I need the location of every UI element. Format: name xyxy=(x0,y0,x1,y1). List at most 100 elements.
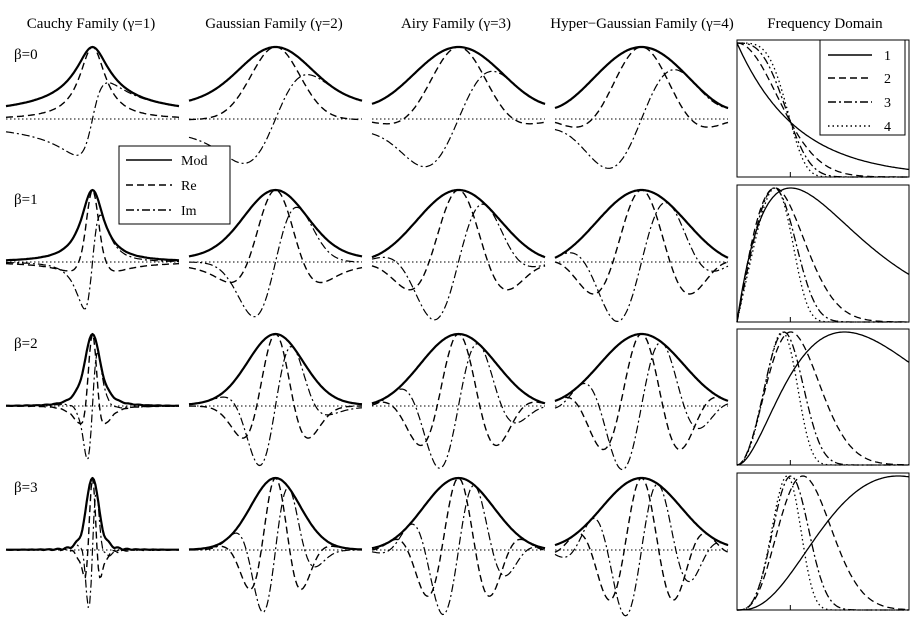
subplot-beta1-gamma2 xyxy=(188,188,363,318)
series-im xyxy=(554,483,729,617)
legend-label-mod: Mod xyxy=(181,154,207,169)
series-mod xyxy=(371,188,546,259)
freq-legend-label-4: 4 xyxy=(884,120,891,135)
freq-panel-beta1 xyxy=(736,184,910,323)
series-im xyxy=(554,341,729,471)
series-im xyxy=(554,202,729,322)
series-mod xyxy=(188,332,363,406)
freq-series-2 xyxy=(736,187,909,323)
series-im xyxy=(189,206,362,318)
subplot-beta2-gamma1 xyxy=(5,332,180,460)
row-label-beta-3: β=3 xyxy=(14,480,38,496)
frequency-legend: 1 2 3 4 xyxy=(819,39,906,136)
series-im xyxy=(554,69,729,169)
column-title-cauchy: Cauchy Family (γ=1) xyxy=(27,16,155,32)
subplot-beta2-gamma3 xyxy=(371,332,546,469)
freq-legend-label-3: 3 xyxy=(884,96,891,111)
column-title-airy: Airy Family (γ=3) xyxy=(401,16,511,32)
freq-legend-label-2: 2 xyxy=(884,72,891,87)
subplot-beta3-gamma2 xyxy=(188,476,363,613)
series-mod xyxy=(5,188,180,262)
series-mod xyxy=(554,476,729,547)
subplot-beta3-gamma1 xyxy=(5,476,180,608)
series-mod xyxy=(371,332,546,405)
subplot-beta0-gamma3 xyxy=(371,45,546,168)
freq-series-2 xyxy=(737,475,909,611)
subplot-beta0-gamma1 xyxy=(5,45,180,156)
subplot-beta3-gamma3 xyxy=(371,476,546,616)
series-mod xyxy=(188,45,363,102)
time-domain-plots xyxy=(5,45,729,617)
series-re xyxy=(554,46,729,128)
subplot-beta1-gamma1 xyxy=(5,188,180,310)
subplot-beta2-gamma4 xyxy=(554,332,729,471)
freq-series-4 xyxy=(737,475,909,611)
subplot-beta1-gamma3 xyxy=(371,188,546,321)
series-im xyxy=(5,82,180,156)
freq-legend-box xyxy=(819,39,906,136)
series-re xyxy=(371,46,546,125)
column-title-gaussian: Gaussian Family (γ=2) xyxy=(205,16,343,32)
freq-panel-beta0 xyxy=(736,39,910,178)
freq-series-3 xyxy=(737,475,909,611)
series-re xyxy=(189,46,362,121)
series-im xyxy=(5,492,180,608)
time-legend-box xyxy=(118,145,231,225)
series-mod xyxy=(554,188,729,259)
subplot-beta1-gamma4 xyxy=(554,188,729,322)
series-mod xyxy=(6,476,179,551)
subplot-beta0-gamma2 xyxy=(188,45,363,164)
row-label-beta-1: β=1 xyxy=(14,192,38,208)
column-title-hyper-gaussian: Hyper−Gaussian Family (γ=4) xyxy=(550,16,734,32)
freq-panel-beta3 xyxy=(736,472,910,611)
series-re xyxy=(188,477,363,591)
freq-panel-frame xyxy=(736,184,910,323)
frequency-domain-plots xyxy=(736,39,910,611)
freq-panel-beta2 xyxy=(736,328,910,466)
row-label-beta-2: β=2 xyxy=(14,336,38,352)
series-mod xyxy=(6,332,179,407)
series-mod xyxy=(371,45,546,105)
series-im xyxy=(371,343,546,469)
freq-series-3 xyxy=(737,42,909,178)
row-labels: β=0 β=1 β=2 β=3 xyxy=(14,47,38,496)
series-im xyxy=(188,345,363,467)
freq-series-2 xyxy=(736,331,910,466)
series-re xyxy=(554,333,729,451)
row-label-beta-0: β=0 xyxy=(14,47,38,63)
series-mod xyxy=(5,45,180,108)
series-mod xyxy=(554,45,729,110)
series-mod xyxy=(188,188,363,258)
freq-panel-frame xyxy=(736,472,910,611)
freq-series-4 xyxy=(736,331,909,466)
subplot-beta3-gamma4 xyxy=(554,476,729,617)
series-re xyxy=(188,333,363,439)
freq-series-3 xyxy=(736,187,909,323)
series-im xyxy=(371,70,546,168)
freq-series-1 xyxy=(737,475,910,611)
freq-legend-label-1: 1 xyxy=(884,49,891,64)
freq-series-1 xyxy=(736,187,910,323)
series-mod xyxy=(554,332,729,402)
subplot-beta2-gamma2 xyxy=(188,332,363,467)
legend-label-im: Im xyxy=(181,204,197,219)
series-im xyxy=(371,484,546,616)
series-im xyxy=(6,214,179,310)
column-title-frequency-domain: Frequency Domain xyxy=(767,16,883,32)
column-titles: Cauchy Family (γ=1) Gaussian Family (γ=2… xyxy=(27,16,883,32)
series-mod xyxy=(371,476,546,550)
series-im xyxy=(189,487,362,613)
subplot-beta0-gamma4 xyxy=(554,45,729,169)
freq-series-1 xyxy=(736,331,910,466)
series-im xyxy=(371,203,546,321)
freq-series-1 xyxy=(736,42,910,171)
series-re xyxy=(6,189,179,272)
legend-label-re: Re xyxy=(181,179,197,194)
series-re xyxy=(554,477,729,601)
time-legend: Mod Re Im xyxy=(118,145,231,225)
freq-series-4 xyxy=(737,42,909,178)
series-re xyxy=(554,189,729,295)
freq-panel-frame xyxy=(736,328,910,466)
series-mod xyxy=(188,476,363,551)
